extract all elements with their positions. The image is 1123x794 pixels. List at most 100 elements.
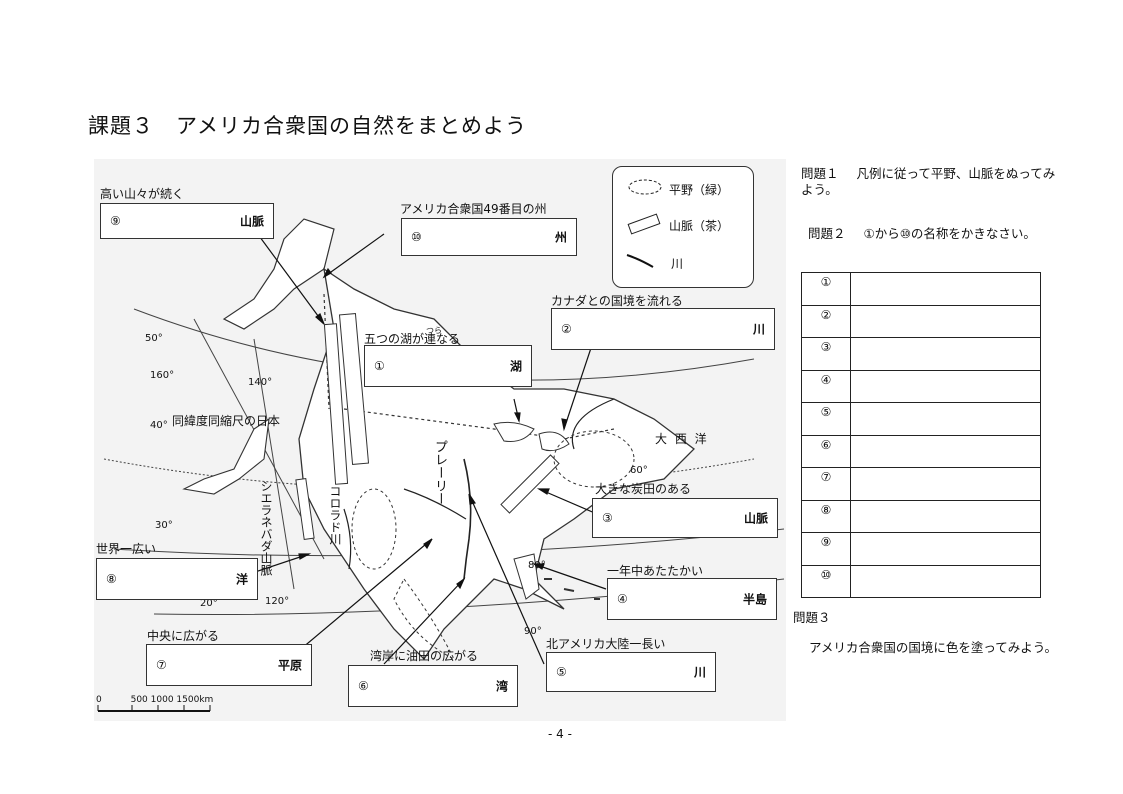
caption-6: 湾岸に油田の広がる (370, 649, 479, 663)
answer-box-6[interactable]: ⑥ 湾 (348, 665, 518, 707)
answer-row: ⑧ (801, 499, 1041, 533)
caption-2: カナダとの国境を流れる (551, 294, 683, 308)
answer-box-1[interactable]: ① 湖 (364, 345, 532, 387)
box-3-number: ③ (602, 511, 613, 525)
question-1-title: 問題１ (801, 166, 839, 181)
lat-50-label: 50° (145, 333, 163, 344)
answer-cell[interactable] (850, 304, 1041, 338)
ruby-tsu: つら (426, 326, 442, 335)
answer-row-number: ① (801, 272, 851, 306)
caption-3: 大きな炭田のある (595, 482, 692, 496)
answer-cell[interactable] (850, 369, 1041, 403)
box-6-suffix: 湾 (495, 679, 508, 694)
lon-80-label: 80° (528, 560, 546, 571)
answer-row-number: ② (801, 304, 851, 338)
answer-row-number: ⑧ (801, 499, 851, 533)
question-2-text: ①から⑩の名称をかきなさい。 (863, 226, 1036, 241)
box-7-number: ⑦ (156, 658, 167, 672)
answer-box-3[interactable]: ③ 山脈 (592, 498, 778, 538)
answer-cell[interactable] (850, 532, 1041, 566)
box-2-number: ② (561, 322, 572, 336)
map-scale-labels: 0 500 1000 1500km (96, 695, 213, 705)
answer-row: ⑨ (801, 532, 1041, 566)
answer-row: ③ (801, 337, 1041, 371)
box-9-suffix: 山脈 (239, 214, 264, 229)
legend-river: 川 (671, 257, 684, 271)
answer-box-8[interactable]: ⑧ 洋 (96, 558, 258, 600)
page-number: - 4 - (548, 727, 572, 741)
answer-box-7[interactable]: ⑦ 平原 (146, 644, 312, 686)
answer-box-10[interactable]: ⑩ 州 (401, 218, 577, 256)
scale-zero: 0 (96, 695, 102, 705)
box-3-suffix: 山脈 (743, 511, 768, 526)
lon-120-label: 120° (265, 596, 290, 607)
answer-cell[interactable] (850, 272, 1041, 306)
prairie-label: プレーリー (432, 440, 447, 505)
box-4-suffix: 半島 (742, 592, 767, 607)
question-2-title: 問題２ (808, 226, 846, 241)
answer-box-5[interactable]: ⑤ 川 (546, 652, 716, 692)
box-10-number: ⑩ (411, 230, 422, 244)
box-9-number: ⑨ (110, 214, 121, 228)
question-3-text: アメリカ合衆国の国境に色を塗ってみよう。 (809, 640, 1058, 655)
answer-row: ⑦ (801, 467, 1041, 501)
box-8-number: ⑧ (106, 572, 117, 586)
lat-30-label: 30° (155, 520, 173, 531)
caption-9: 高い山々が続く (100, 187, 185, 201)
lat-20-label: 20° (200, 598, 218, 609)
question-3-title: 問題３ (793, 610, 831, 625)
answer-row: ① (801, 272, 1041, 306)
answer-cell[interactable] (850, 337, 1041, 371)
answer-row-number: ⑥ (801, 434, 851, 468)
answer-cell[interactable] (850, 402, 1041, 436)
box-5-number: ⑤ (556, 665, 567, 679)
answer-row-number: ⑩ (801, 564, 851, 598)
answer-row: ⑥ (801, 434, 1041, 468)
box-5-suffix: 川 (693, 665, 706, 680)
box-4-number: ④ (617, 592, 628, 606)
lon-160-label: 160° (150, 370, 175, 381)
answer-row-number: ③ (801, 337, 851, 371)
answer-row: ⑤ (801, 402, 1041, 436)
answer-box-9[interactable]: ⑨ 山脈 (100, 203, 274, 239)
answer-row-number: ⑨ (801, 532, 851, 566)
colorado-label: コロラド川 (328, 485, 342, 545)
caption-8: 世界一広い (96, 542, 157, 556)
box-1-number: ① (374, 359, 385, 373)
lon-140-label: 140° (248, 377, 273, 388)
question-2: 問題２ ①から⑩の名称をかきなさい。 (808, 226, 1040, 242)
question-1-text: 凡例に従って平野、山脈をぬってみよう。 (801, 166, 1056, 197)
legend-mountain: 山脈（茶） (669, 219, 730, 233)
map-legend: 平野（緑） 山脈（茶） 川 (612, 166, 754, 288)
question-1: 問題１ 凡例に従って平野、山脈をぬってみよう。 (801, 166, 1056, 198)
page-title: 課題３ アメリカ合衆国の自然をまとめよう (88, 114, 527, 138)
legend-symbols (626, 179, 662, 268)
answer-row-number: ⑤ (801, 402, 851, 436)
box-1-suffix: 湖 (509, 359, 522, 374)
answer-row-number: ⑦ (801, 467, 851, 501)
box-6-number: ⑥ (358, 679, 369, 693)
caption-7: 中央に広がる (147, 629, 220, 643)
answer-cell[interactable] (850, 564, 1041, 598)
answer-box-4[interactable]: ④ 半島 (607, 578, 777, 620)
box-10-suffix: 州 (554, 230, 567, 245)
caption-1: 五つの湖が連なる (364, 332, 461, 346)
caption-10: アメリカ合衆国49番目の州 (400, 202, 547, 216)
lon-90-label: 90° (524, 626, 542, 637)
box-8-suffix: 洋 (235, 572, 248, 587)
sierra-nevada-label: シエラネバダ山脈 (259, 480, 273, 576)
answer-row-number: ④ (801, 369, 851, 403)
lon-60-label: 60° (630, 465, 648, 476)
legend-plain: 平野（緑） (669, 183, 730, 197)
box-7-suffix: 平原 (277, 658, 302, 673)
answer-cell[interactable] (850, 499, 1041, 533)
answer-cell[interactable] (850, 434, 1041, 468)
answer-row: ④ (801, 369, 1041, 403)
answer-cell[interactable] (850, 467, 1041, 501)
caption-4: 一年中あたたかい (607, 564, 704, 578)
lat-40-label: 40° (150, 420, 168, 431)
answer-box-2[interactable]: ② 川 (551, 308, 775, 350)
atlantic-label: 大 西 洋 (655, 432, 709, 446)
answer-row: ② (801, 304, 1041, 338)
